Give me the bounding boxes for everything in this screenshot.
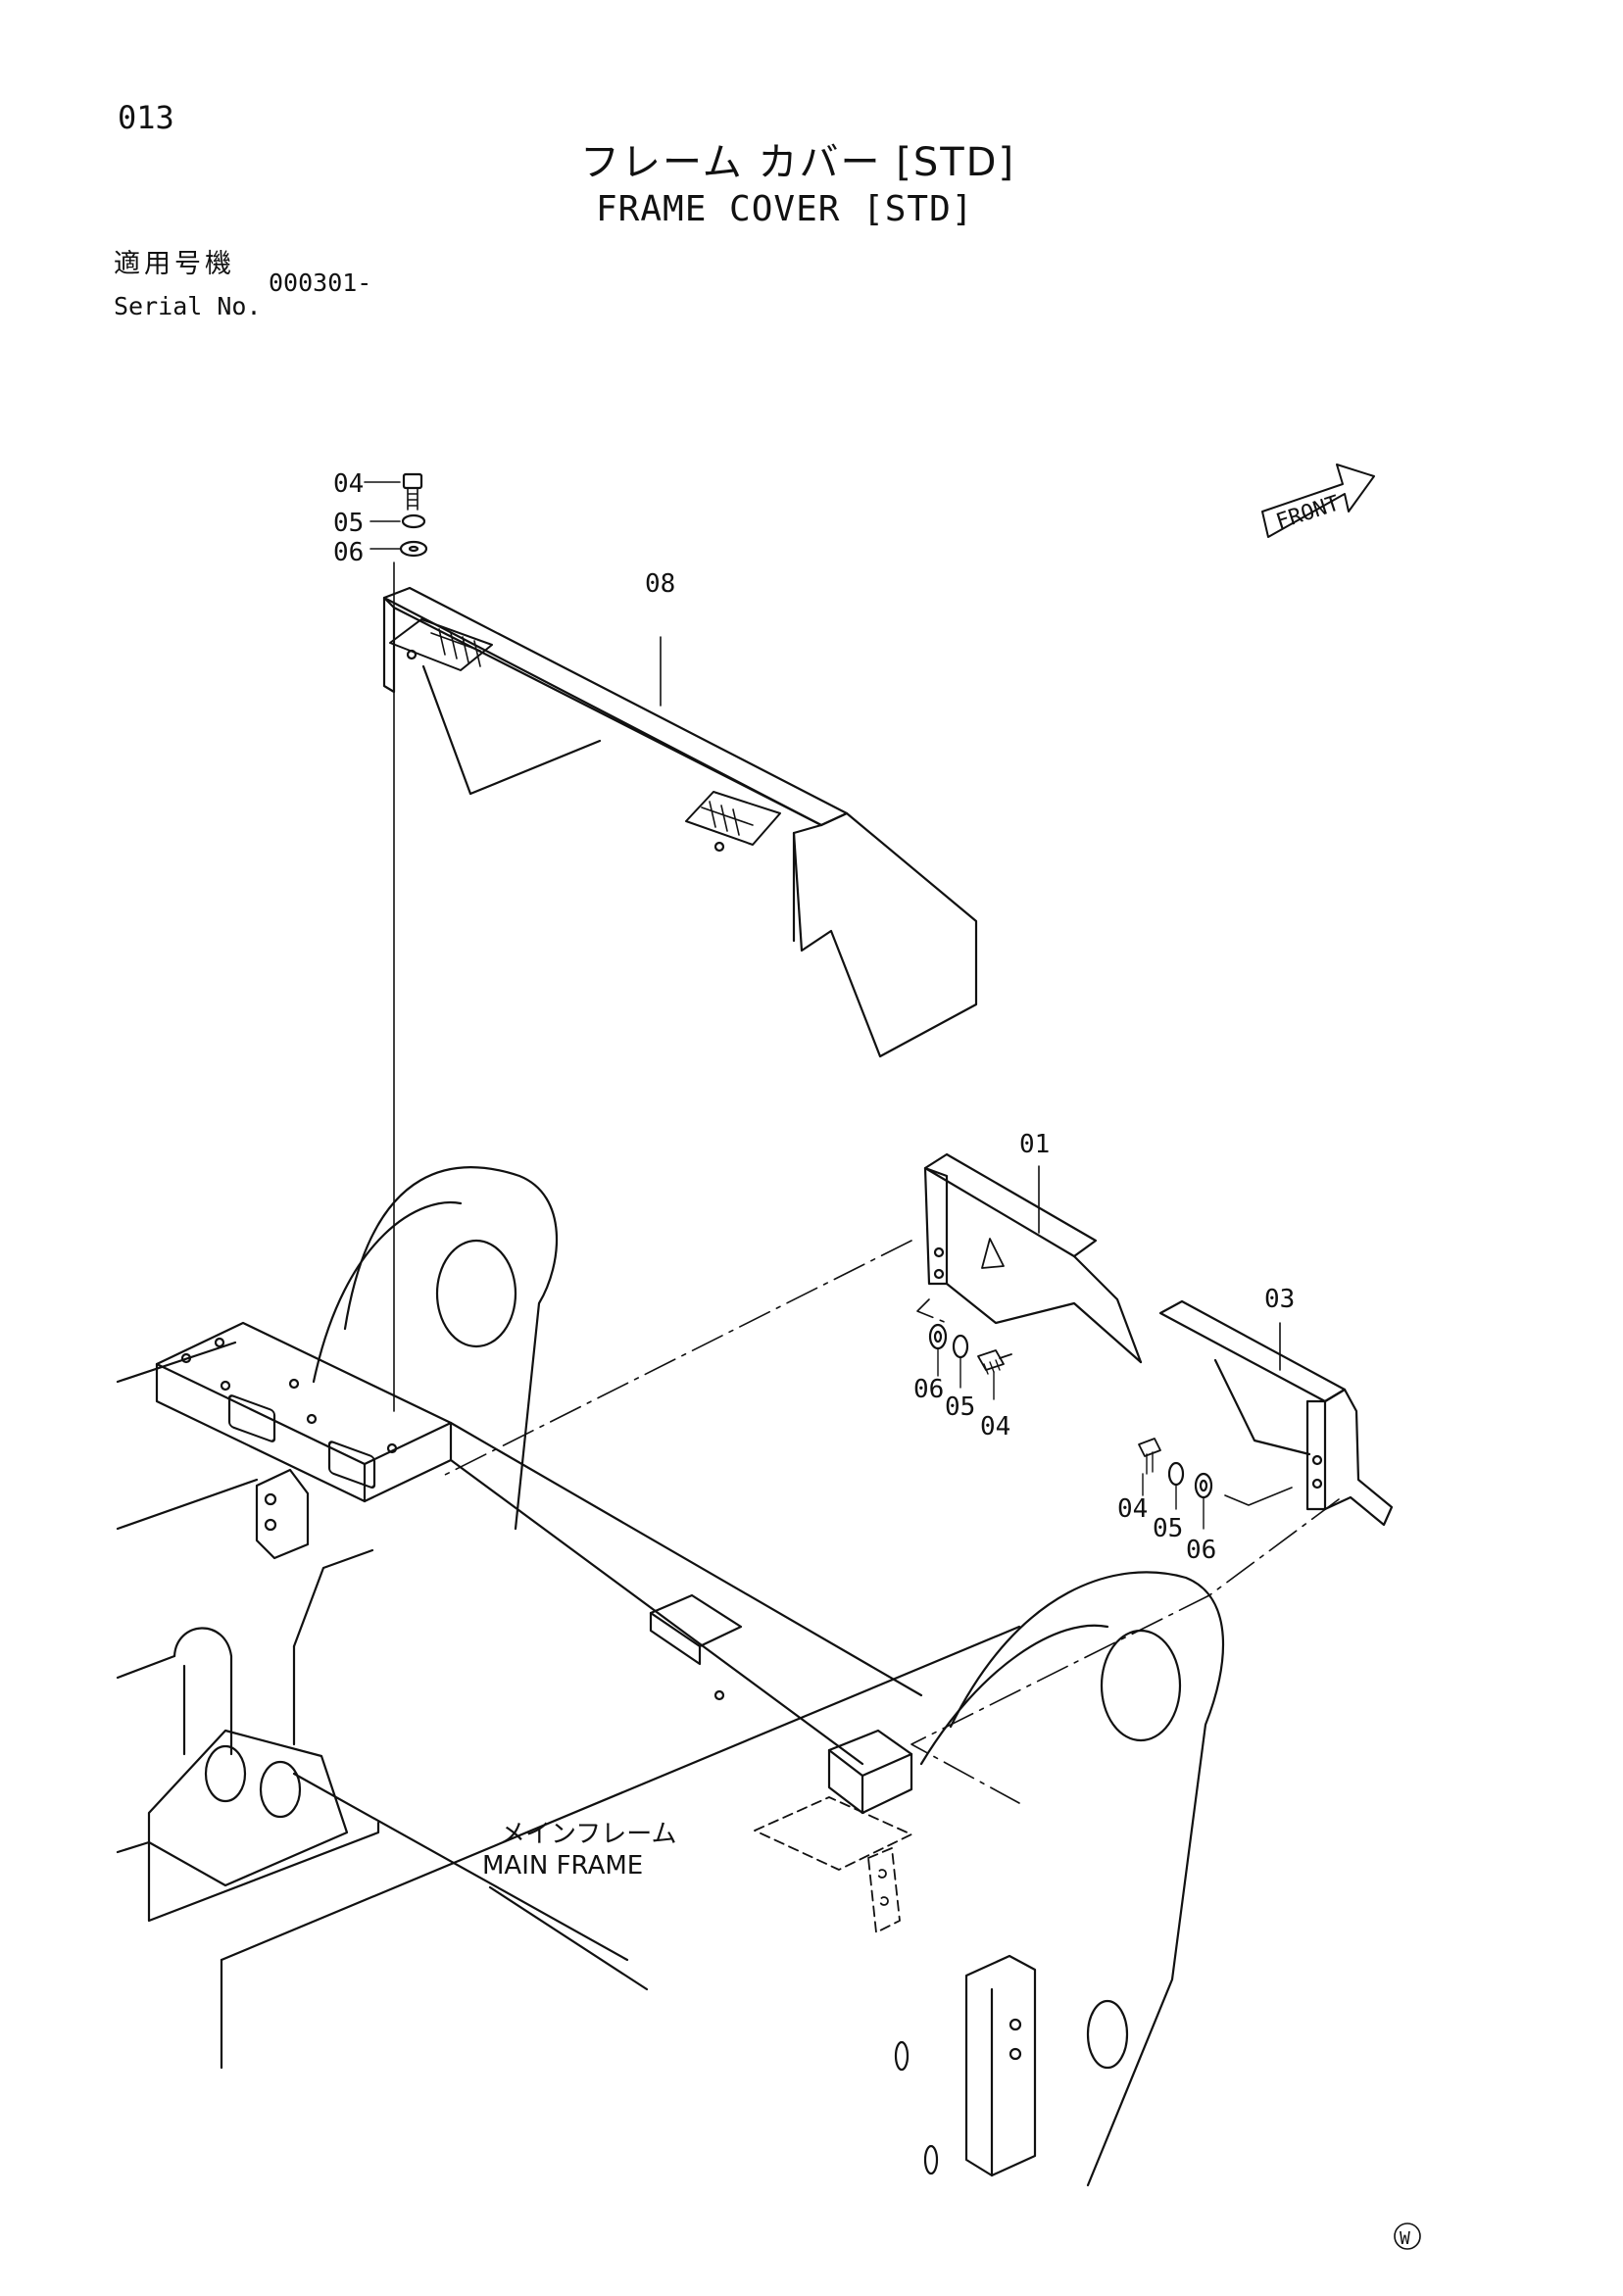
footer-mark-letter: W — [1400, 2228, 1410, 2249]
phantom-bracket-dashed — [754, 1796, 912, 1933]
bracket-right-part: 03 — [1158, 1285, 1394, 1527]
callout-top-bolt: 04 — [333, 469, 364, 499]
page-number: 013 — [118, 99, 174, 136]
callout-right-spring-washer: 05 — [1153, 1514, 1183, 1543]
alignment-lines-dashdot — [442, 1240, 1340, 1804]
callout-left-spring-washer: 05 — [945, 1392, 975, 1422]
main-frame-label-english: MAIN FRAME — [482, 1851, 643, 1881]
page-title-japanese: フレーム カバー [STD] — [580, 140, 1016, 185]
right-fastener-stack: 04 05 06 — [1117, 1438, 1293, 1565]
serial-number-value: 000301- — [269, 269, 372, 297]
left-fastener-stack: 06 05 04 — [913, 1323, 1012, 1441]
callout-frame-cover: 08 — [645, 569, 675, 599]
callout-left-bolt: 04 — [980, 1412, 1010, 1441]
footer-mark: W — [1394, 2223, 1421, 2250]
main-frame-structure — [116, 1166, 1225, 2187]
callout-right-washer: 06 — [1186, 1536, 1216, 1565]
callout-right-bolt: 04 — [1117, 1494, 1148, 1524]
callout-top-spring-washer: 05 — [333, 509, 364, 538]
frame-cover-part: 08 — [382, 569, 978, 1058]
front-arrow-icon: FRONT — [1261, 464, 1375, 538]
top-fastener-stack: 04 05 06 — [333, 469, 428, 567]
bracket-left-part: 01 — [923, 1130, 1143, 1364]
serial-label-japanese: 適用号機 — [114, 249, 235, 279]
serial-label-english: Serial No. — [114, 292, 262, 320]
callout-left-washer: 06 — [913, 1375, 944, 1404]
callout-bracket-left: 01 — [1019, 1130, 1050, 1159]
front-label: FRONT — [1273, 491, 1343, 534]
main-frame-label-japanese: メインフレーム — [500, 1820, 676, 1849]
callout-bracket-right: 03 — [1264, 1285, 1295, 1314]
callout-top-washer: 06 — [333, 538, 364, 567]
page-title-english: FRAME COVER [STD] — [596, 189, 974, 229]
